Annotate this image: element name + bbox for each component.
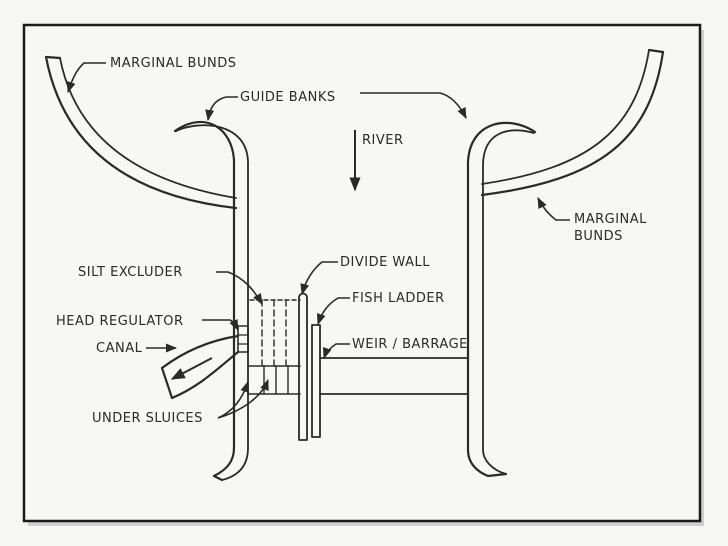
leader-under-sluices-2: [217, 378, 269, 419]
marginal-bund-right-inner: [481, 49, 650, 185]
marginal-bund-left-end: [44, 55, 62, 60]
label-marginal-bunds-right-1: MARGINAL: [574, 212, 647, 227]
leader-fish-ladder: [316, 297, 350, 326]
label-fish-ladder: FISH LADDER: [352, 291, 445, 306]
canal-end: [160, 366, 174, 400]
canal-bank-lower: [170, 350, 240, 400]
label-guide-banks: GUIDE BANKS: [240, 90, 336, 105]
marginal-bund-right: [480, 50, 665, 197]
label-canal: CANAL: [96, 341, 143, 356]
marginal-bund-left: [44, 55, 238, 210]
leader-head-regulator: [202, 318, 239, 332]
leader-divide-wall: [300, 261, 338, 296]
label-head-regulator: HEAD REGULATOR: [56, 314, 184, 329]
label-marginal-bunds-right-2: BUNDS: [574, 229, 623, 244]
canal-bank-upper: [160, 334, 240, 370]
label-river: RIVER: [362, 133, 404, 148]
fish-ladder: [311, 324, 321, 438]
leader-guide-banks-right: [360, 92, 467, 120]
label-under-sluices: UNDER SLUICES: [92, 411, 203, 426]
leader-marginal-bunds-left: [66, 62, 106, 94]
guide-bank-left-tail: [212, 474, 224, 482]
guide-bank-right-inner: [482, 129, 535, 475]
label-silt-excluder: SILT EXCLUDER: [78, 265, 183, 280]
label-divide-wall: DIVIDE WALL: [340, 255, 430, 270]
head-regulator: [237, 325, 249, 353]
guide-bank-right: [466, 121, 537, 478]
canal-flow-arrow: [170, 357, 213, 380]
leader-silt-excluder: [216, 271, 263, 305]
leader-guide-banks-left: [208, 96, 238, 120]
page-frame: [22, 23, 702, 523]
marginal-bund-right-end: [647, 48, 665, 54]
leader-marginal-bunds-right: [537, 196, 570, 221]
guide-bank-right-tail: [486, 472, 508, 478]
label-weir-barrage: WEIR / BARRAGE: [352, 337, 468, 352]
label-marginal-bunds-left: MARGINAL BUNDS: [110, 56, 236, 71]
leader-weir-barrage: [322, 343, 350, 360]
